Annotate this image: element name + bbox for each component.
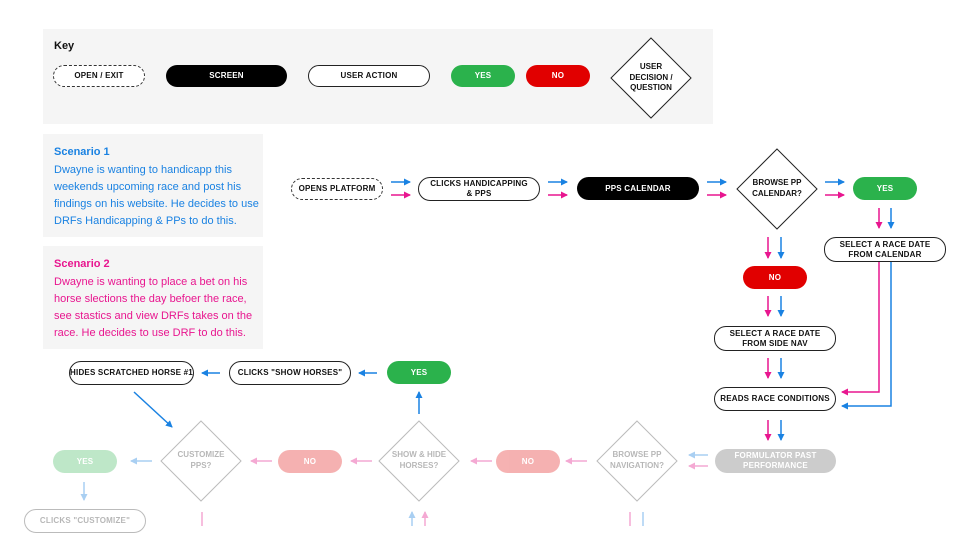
customize-pps-diamond: CUSTOMIZE PPS?: [160, 420, 242, 502]
browse-pp-navigation-label: BROWSE PP NAVIGATION?: [610, 450, 664, 470]
key-user-action: USER ACTION: [308, 65, 430, 87]
key-title: Key: [54, 40, 75, 52]
clicks-customize-node: CLICKS "CUSTOMIZE": [24, 509, 146, 533]
show-hide-horses-diamond: SHOW & HIDE HORSES?: [378, 420, 460, 502]
yes-customize-node: YES: [53, 450, 117, 473]
pps-calendar-node: PPS CALENDAR: [577, 177, 699, 200]
browse-pp-calendar-diamond: BROWSE PP CALENDAR?: [736, 148, 818, 230]
yes-calendar-node: YES: [853, 177, 917, 200]
clicks-handicapping-node: CLICKS HANDICAPPING & PPS: [418, 177, 540, 201]
key-no: NO: [526, 65, 590, 87]
select-race-calendar-node: SELECT A RACE DATE FROM CALENDAR: [824, 237, 946, 262]
scenario1-title: Scenario 1: [54, 146, 110, 158]
show-hide-horses-label: SHOW & HIDE HORSES?: [391, 450, 447, 470]
no-calendar-node: NO: [743, 266, 807, 289]
scenario1-body: Dwayne is wanting to handicapp this week…: [54, 164, 259, 227]
scenario2-panel: [43, 246, 263, 349]
scenario2-title: Scenario 2: [54, 258, 110, 270]
yes-show-horses-node: YES: [387, 361, 451, 384]
no-navigation-node: NO: [496, 450, 560, 473]
browse-pp-calendar-label: BROWSE PP CALENDAR?: [752, 178, 802, 198]
customize-pps-label: CUSTOMIZE PPS?: [177, 450, 225, 470]
formulator-past-performance-node: FORMULATOR PAST PERFORMANCE: [715, 449, 836, 473]
browse-pp-navigation-diamond: BROWSE PP NAVIGATION?: [596, 420, 678, 502]
hides-scratched-horse-node: HIDES SCRATCHED HORSE #1: [69, 361, 194, 385]
select-race-sidenav-node: SELECT A RACE DATE FROM SIDE NAV: [714, 326, 836, 351]
key-screen: SCREEN: [166, 65, 287, 87]
scenario2-body: Dwayne is wanting to place a bet on his …: [54, 276, 253, 339]
key-yes: YES: [451, 65, 515, 87]
scenario1-panel: [43, 134, 263, 237]
opens-platform-node: OPENS PLATFORM: [291, 178, 383, 200]
key-decision-label: USER DECISION / QUESTION: [629, 61, 673, 93]
reads-race-conditions-node: READS RACE CONDITIONS: [714, 387, 836, 411]
no-show-hide-node: NO: [278, 450, 342, 473]
key-decision-diamond: USER DECISION / QUESTION: [610, 37, 692, 119]
key-open-exit: OPEN / EXIT: [53, 65, 145, 87]
clicks-show-horses-node: CLICKS "SHOW HORSES": [229, 361, 351, 385]
